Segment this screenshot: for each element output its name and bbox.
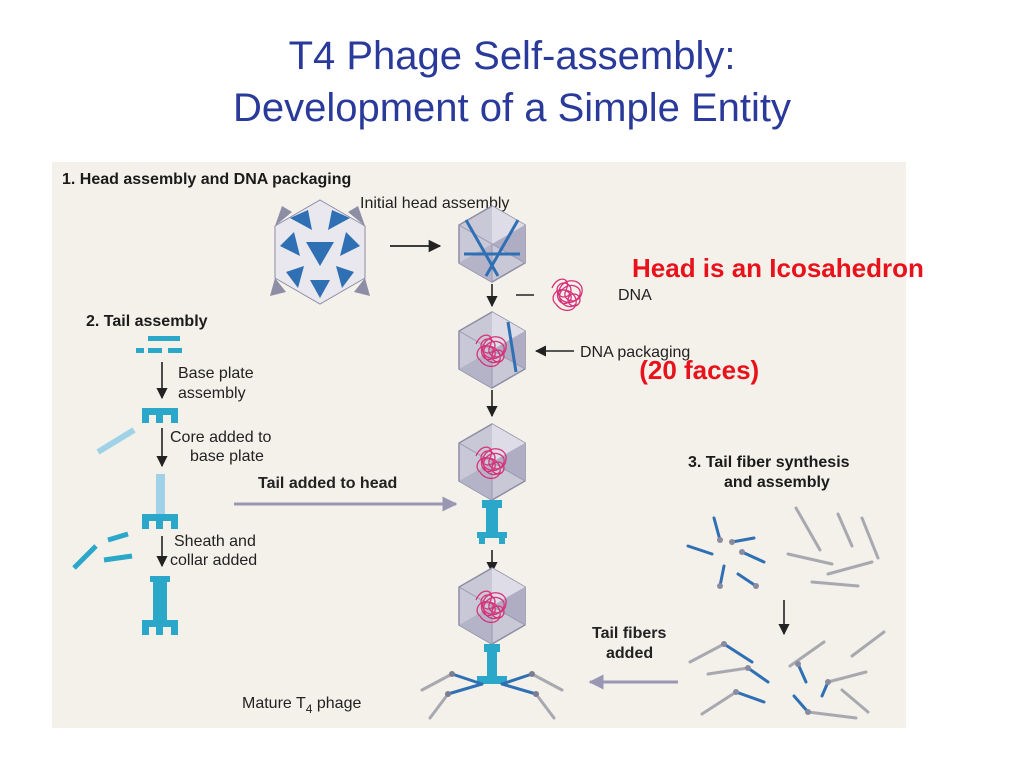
mature-phage-label: Mature T4 phage bbox=[242, 695, 361, 716]
core-on-base-plate-icon bbox=[142, 474, 178, 529]
mature-phage-fibers-icon bbox=[420, 671, 564, 720]
dna-label: DNA bbox=[618, 287, 652, 304]
dna-packaging-head-icon bbox=[458, 311, 526, 389]
core-label-line-2: base plate bbox=[190, 448, 264, 465]
initial-head-assembly-label: Initial head assembly bbox=[360, 195, 509, 212]
tail-fibers-label-line-1: Tail fibers bbox=[592, 625, 666, 642]
slide-title-line-1: T4 Phage Self-assembly: bbox=[288, 34, 736, 78]
icosahedron-note-line-2: (20 faces) bbox=[632, 355, 760, 385]
icosahedron-note: Head is an Icosahedron (20 faces) bbox=[632, 183, 924, 421]
prohead-icon bbox=[270, 199, 370, 305]
tail-to-head-label: Tail added to head bbox=[258, 475, 397, 492]
slide-title: T4 Phage Self-assembly: Development of a… bbox=[0, 30, 1024, 134]
section-2-heading: 2. Tail assembly bbox=[86, 313, 208, 330]
core-rod-icon bbox=[96, 427, 136, 455]
base-plate-parts-icon bbox=[136, 336, 182, 353]
t4-assembly-figure: 1. Head assembly and DNA packaging Initi… bbox=[52, 162, 906, 728]
initial-head-icon bbox=[458, 205, 526, 283]
section-1-heading: 1. Head assembly and DNA packaging bbox=[62, 171, 351, 188]
sheath-label-line-1: Sheath and bbox=[174, 533, 256, 550]
base-plate-label-line-1: Base plate bbox=[178, 365, 254, 382]
sheath-label-line-2: collar added bbox=[170, 552, 257, 569]
mature-phage-head-icon bbox=[458, 567, 526, 645]
dna-packaging-label: DNA packaging bbox=[580, 344, 690, 361]
full-head-icon bbox=[458, 423, 526, 501]
base-plate-label-line-2: assembly bbox=[178, 385, 246, 402]
tail-joined-to-head-icon bbox=[477, 500, 507, 544]
sheath-segments-icon bbox=[72, 531, 133, 570]
icosahedron-note-line-1: Head is an Icosahedron bbox=[632, 253, 924, 283]
complete-tail-icon bbox=[142, 576, 178, 635]
core-label-line-1: Core added to bbox=[170, 429, 272, 446]
tail-fiber-parts-icon bbox=[686, 506, 880, 589]
dna-strand-icon bbox=[551, 278, 583, 312]
base-plate-icon bbox=[142, 408, 178, 423]
mature-phage-tail-icon bbox=[477, 644, 507, 684]
tail-fibers-label-line-2: added bbox=[606, 645, 653, 662]
t4-assembly-diagram: 1. Head assembly and DNA packaging Initi… bbox=[62, 171, 886, 720]
slide-title-line-2: Development of a Simple Entity bbox=[232, 86, 792, 130]
assembled-tail-fibers-icon bbox=[688, 630, 886, 720]
section-3-heading-line-1: 3. Tail fiber synthesis bbox=[688, 454, 850, 471]
section-3-heading-line-2: and assembly bbox=[724, 474, 830, 491]
